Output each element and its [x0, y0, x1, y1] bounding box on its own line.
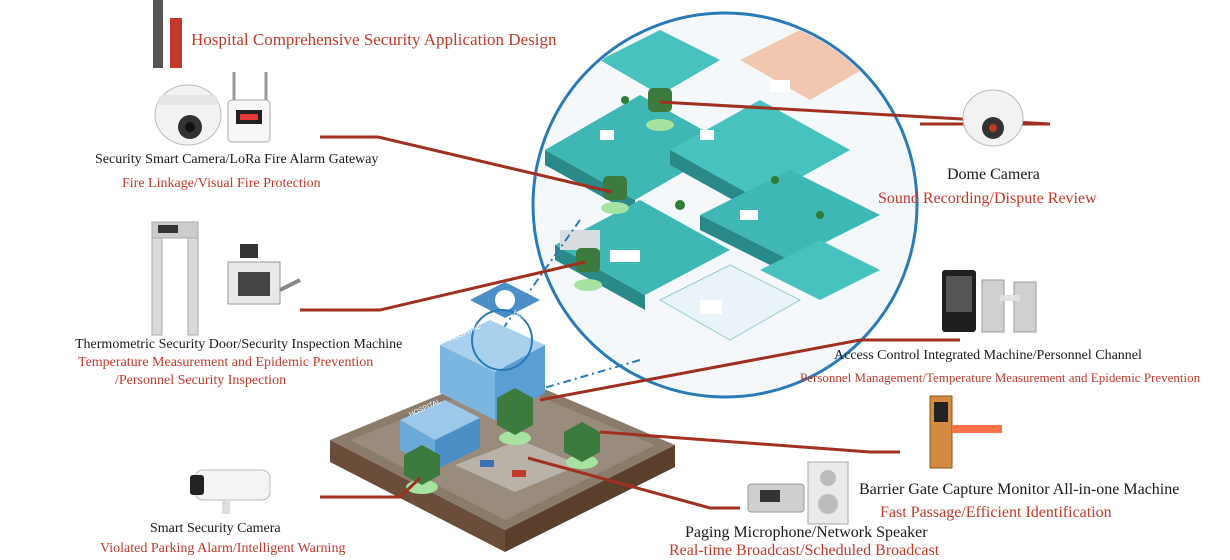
access-control-name: Access Control Integrated Machine/Person… [834, 348, 1142, 363]
projection-line-right [519, 359, 641, 396]
leader-line-smart-security [320, 476, 422, 499]
smart-camera-gateway-name: Security Smart Camera/LoRa Fire Alarm Ga… [95, 152, 379, 167]
access-control-icon [942, 270, 1037, 333]
smart-security-camera-function: Violated Parking Alarm/Intelligent Warni… [100, 541, 346, 556]
xray-machine-icon [227, 244, 301, 305]
fire-alarm-gateway-icon [227, 72, 271, 143]
bullet-camera-icon [190, 469, 271, 514]
magnified-floor-view [531, 11, 919, 399]
dome-camera-icon [962, 89, 1024, 147]
paging-name: Paging Microphone/Network Speaker [685, 524, 928, 541]
hospital-ground-platform [330, 370, 675, 552]
leader-line-paging [527, 456, 740, 510]
security-door-function-line2: /Personnel Security Inspection [115, 373, 287, 388]
security-door-name: Thermometric Security Door/Security Insp… [75, 337, 403, 352]
projection-line-left [494, 219, 581, 341]
access-control-function: Personnel Management/Temperature Measure… [800, 370, 1201, 385]
smart-security-camera-name: Smart Security Camera [150, 521, 281, 536]
paging-speaker-icon [747, 461, 849, 525]
leader-line-security-door [300, 260, 586, 312]
diagram-title: Hospital Comprehensive Security Applicat… [191, 30, 557, 49]
leader-line-access [539, 338, 960, 402]
barrier-gate-function: Fast Passage/Efficient Identification [880, 504, 1112, 521]
leader-line-smart-camera [320, 135, 613, 194]
security-door-function-line1: Temperature Measurement and Epidemic Pre… [78, 355, 374, 370]
security-door-icon [151, 221, 199, 336]
leader-lines [300, 100, 1051, 510]
dome-camera-icon-smart [154, 84, 222, 146]
smart-camera-gateway-function: Fire Linkage/Visual Fire Protection [122, 176, 321, 191]
title-bar-gray [153, 0, 163, 68]
dome-camera-function: Sound Recording/Dispute Review [878, 190, 1097, 207]
dome-camera-name: Dome Camera [947, 166, 1040, 183]
platform-markers [404, 388, 600, 494]
barrier-gate-name: Barrier Gate Capture Monitor All-in-one … [859, 481, 1180, 498]
leader-line-barrier [599, 430, 900, 454]
paging-function: Real-time Broadcast/Scheduled Broadcast [669, 542, 940, 559]
barrier-gate-icon [929, 395, 1002, 469]
title-bar-red [170, 18, 182, 68]
